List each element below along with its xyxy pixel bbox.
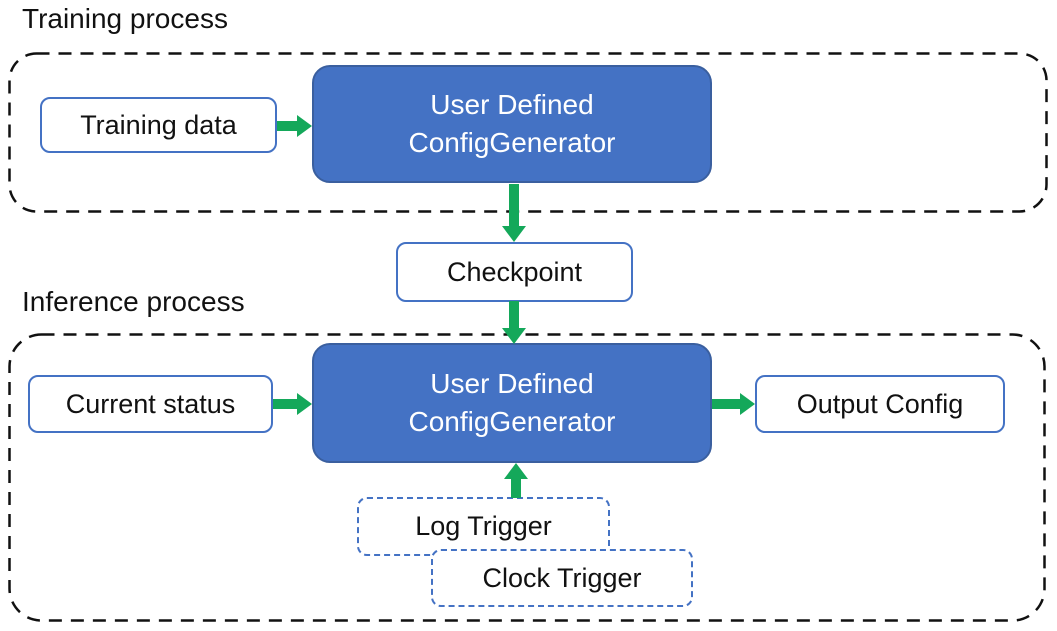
log-trigger-label: Log Trigger [415, 511, 552, 541]
arrow-down-icon [502, 301, 526, 344]
arrow-up-icon [504, 463, 528, 498]
checkpoint-label: Checkpoint [446, 256, 583, 287]
training-data-box: Training data [40, 97, 277, 153]
dashed-border [8, 52, 1048, 213]
arrow-right-icon [273, 393, 312, 415]
current-status-label: Current status [65, 388, 236, 419]
clock-trigger-label: Clock Trigger [482, 562, 642, 593]
inference-process-container [8, 333, 1046, 622]
inference-process-label: Inference process [22, 286, 245, 317]
generator-line1: User Defined [430, 368, 594, 399]
arrow-right-icon [277, 115, 312, 137]
current-status-box: Current status [28, 375, 273, 433]
output-config-label: Output Config [796, 388, 964, 419]
arrow-right-icon [712, 393, 755, 415]
inference-config-generator-box: User Defined ConfigGenerator [312, 343, 712, 463]
training-config-generator-box: User Defined ConfigGenerator [312, 65, 712, 183]
dashed-border [8, 333, 1046, 622]
generator-line2: ConfigGenerator [408, 406, 616, 437]
log-trigger-box: Log Trigger [357, 497, 610, 556]
generator-line1: User Defined [430, 89, 594, 120]
clock-trigger-box: Clock Trigger [431, 549, 693, 607]
checkpoint-box: Checkpoint [396, 242, 633, 302]
arrow-down-icon [502, 184, 526, 242]
output-config-box: Output Config [755, 375, 1005, 433]
training-process-container [8, 52, 1048, 213]
training-data-label: Training data [80, 109, 237, 140]
generator-line2: ConfigGenerator [408, 127, 616, 158]
training-process-label: Training process [22, 3, 228, 34]
